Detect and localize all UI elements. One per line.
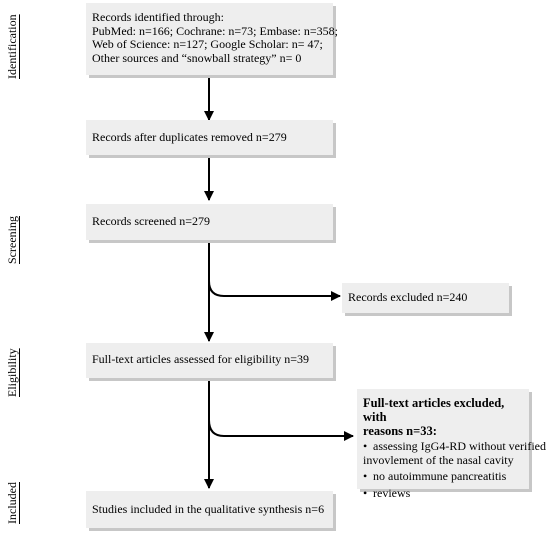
exclusion-reasons-list: assessing IgG4-RD without verified invov… xyxy=(363,439,546,501)
arrow-screened-to-excluded xyxy=(208,280,341,301)
fulltext-excluded-heading-2: reasons n=33: xyxy=(363,424,437,438)
box-studies-included: Studies included in the qualitative synt… xyxy=(86,491,333,528)
fulltext-assessed-text: Full-text articles assessed for eligibil… xyxy=(92,352,310,366)
exclusion-reason-2: no autoimmune pancreatitis xyxy=(373,469,507,483)
box-records-identified: Records identified through: PubMed: n=16… xyxy=(86,3,338,75)
duplicates-removed-text: Records after duplicates removed n=279 xyxy=(92,130,287,144)
box-records-excluded: Records excluded n=240 xyxy=(342,283,509,313)
box-records-screened: Records screened n=279 xyxy=(86,204,333,240)
screened-text: Records screened n=279 xyxy=(92,214,211,228)
arrow-fulltext-to-fulltext-excluded xyxy=(208,419,354,441)
exclusion-reason-item: no autoimmune pancreatitis xyxy=(363,469,523,484)
exclusion-reason-item: assessing IgG4-RD without verified invov… xyxy=(363,439,546,467)
identified-line-2: PubMed: n=166; Cochrane: n=73; Embase: n… xyxy=(92,23,338,38)
exclusion-reason-item: reviews xyxy=(363,485,523,501)
exclusion-reason-1-line-2: invovlement of the nasal cavity xyxy=(363,452,514,467)
excluded-text: Records excluded n=240 xyxy=(348,290,468,304)
box-fulltext-assessed: Full-text articles assessed for eligibil… xyxy=(86,343,333,378)
identified-line-1: Records identified through: xyxy=(92,10,224,24)
identified-line-3: Web of Science: n=127; Google Scholar: n… xyxy=(92,37,323,51)
exclusion-reason-3: reviews xyxy=(373,485,411,500)
identified-line-4: Other sources and “snowball strategy” n=… xyxy=(92,50,302,65)
included-text: Studies included in the qualitative synt… xyxy=(92,502,325,516)
fulltext-excluded-heading-1: Full-text articles excluded, with xyxy=(363,396,505,424)
exclusion-reason-1-line-1: assessing IgG4-RD without verified xyxy=(373,439,546,453)
box-fulltext-excluded: Full-text articles excluded, with reason… xyxy=(357,389,546,500)
box-duplicates-removed: Records after duplicates removed n=279 xyxy=(86,120,333,155)
